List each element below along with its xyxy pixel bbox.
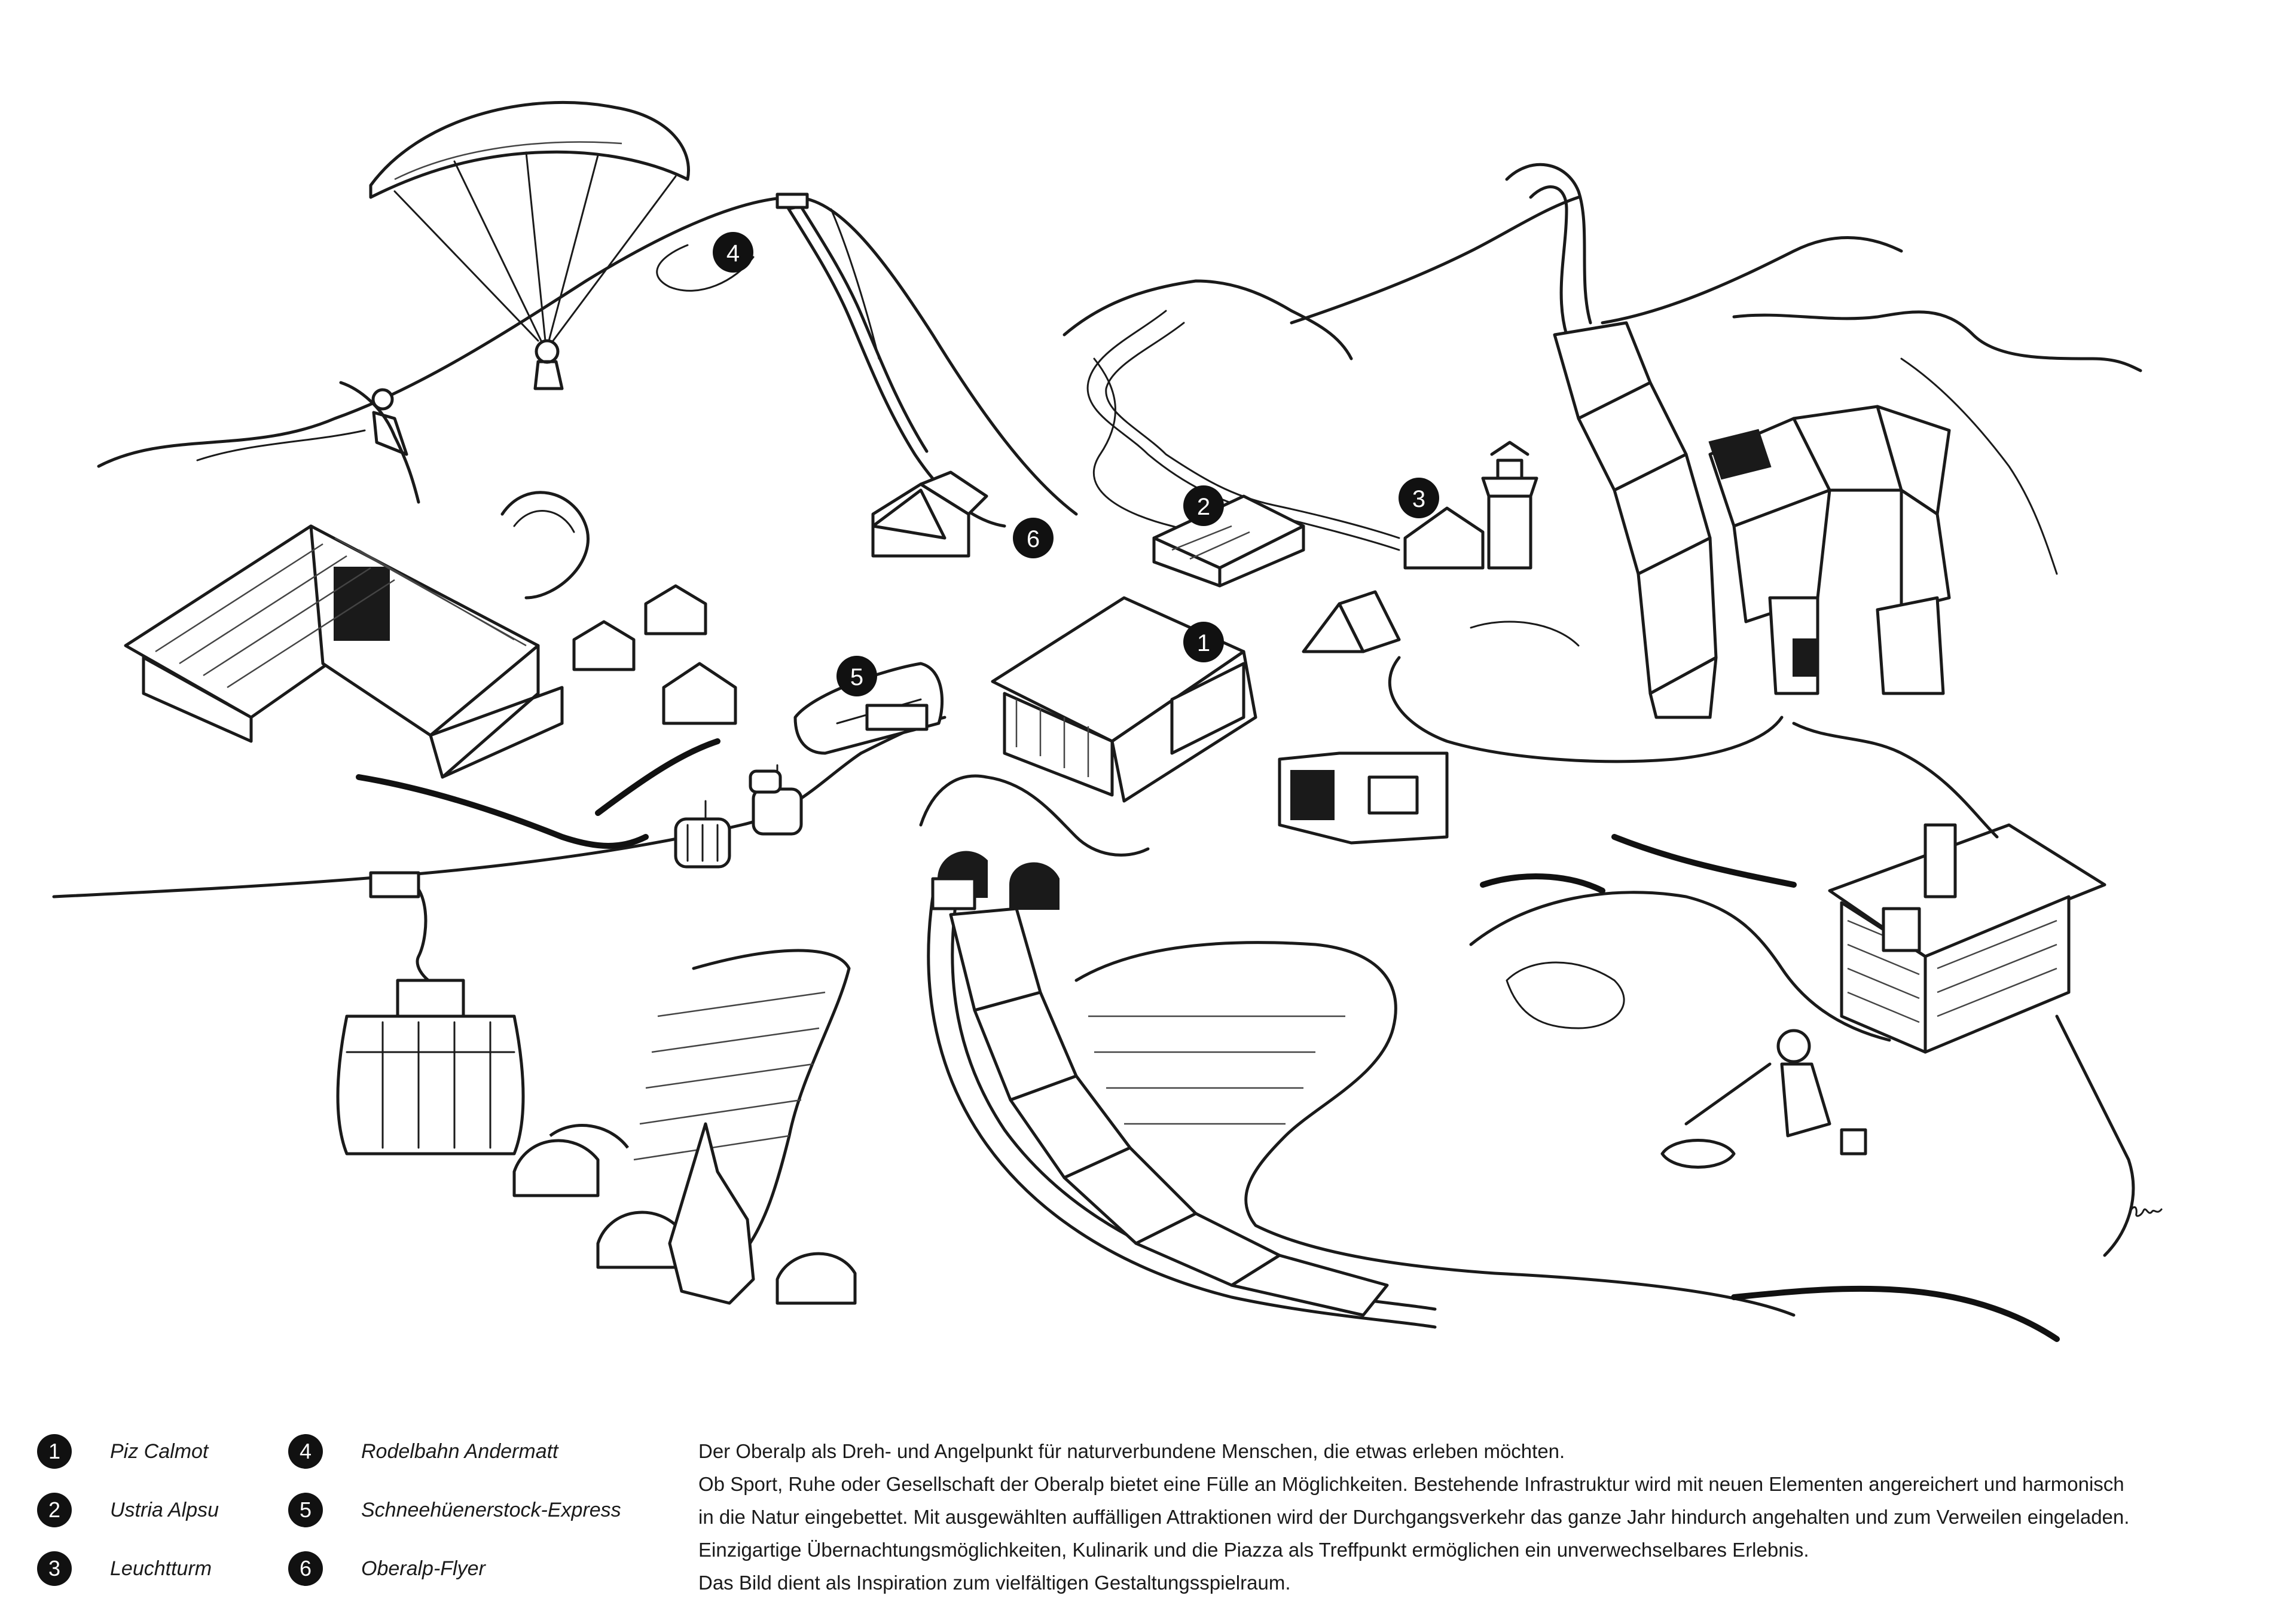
description-line-4: Einzigartige Übernachtungsmöglichkeiten,… <box>698 1539 1809 1561</box>
legend-item-6: 6 Oberalp-Flyer <box>288 1549 486 1588</box>
fisherman <box>1660 1029 1867 1169</box>
aframe-huts <box>871 488 1401 653</box>
legend-label-3: Leuchtturm <box>110 1557 212 1580</box>
garage-building <box>1278 751 1449 845</box>
svg-text:6: 6 <box>1027 526 1040 552</box>
marker-6[interactable]: 6 <box>1013 518 1054 558</box>
meadow-right <box>1469 891 1891 1042</box>
mountain-ridge-left <box>97 195 1078 516</box>
description-line-3: in die Natur eingebettet. Mit ausgewählt… <box>698 1506 2130 1528</box>
mountain-ridge-right <box>1290 195 2142 575</box>
gondola-small-3 <box>749 769 782 794</box>
marker-5[interactable]: 5 <box>836 656 877 696</box>
paraglider <box>369 100 690 390</box>
piazza <box>1388 621 1784 763</box>
legend-label-2: Ustria Alpsu <box>110 1498 219 1521</box>
legend-item-3: 3 Leuchtturm <box>37 1549 212 1588</box>
station-express <box>793 662 944 755</box>
legend-label-4: Rodelbahn Andermatt <box>361 1439 558 1463</box>
legend-item-1: 1 Piz Calmot <box>37 1432 208 1471</box>
map-legend: 1 Piz Calmot 2 Ustria Alpsu 3 Leuchtturm… <box>37 1432 689 1605</box>
legend-item-5: 5 Schneehüenerstock-Express <box>288 1490 621 1530</box>
marker-3[interactable]: 3 <box>1399 478 1439 518</box>
legend-badge-2: 2 <box>37 1493 72 1527</box>
illustrated-map: 1 2 3 4 5 6 <box>52 100 2142 1342</box>
tunnel-entrances <box>512 1124 857 1305</box>
legend-label-1: Piz Calmot <box>110 1439 209 1463</box>
zipline-person <box>339 381 420 504</box>
map-drawing: 1 2 3 4 5 6 <box>52 100 2142 1342</box>
marker-1[interactable]: 1 <box>1183 622 1224 662</box>
main-hall <box>991 596 1257 803</box>
ski-slope-planks <box>633 949 851 1257</box>
log-cabin-right <box>1828 823 2106 1054</box>
svg-text:2: 2 <box>1197 494 1210 520</box>
legend-badge-6: 6 <box>288 1551 323 1586</box>
lighthouse <box>1403 441 1538 570</box>
ground-contours <box>356 738 1797 894</box>
ibex-sculpture <box>1505 163 1951 719</box>
svg-text:4: 4 <box>726 240 740 267</box>
ustria-alpsu <box>1152 494 1305 588</box>
legend-badge-3: 3 <box>37 1551 72 1586</box>
mountain-road <box>1086 310 1400 551</box>
svg-text:1: 1 <box>1197 630 1210 656</box>
description-line-2: Ob Sport, Ruhe oder Gesellschaft der Obe… <box>698 1473 2124 1495</box>
legend-item-4: 4 Rodelbahn Andermatt <box>288 1432 558 1471</box>
marker-2[interactable]: 2 <box>1183 485 1224 526</box>
stone-arch-left <box>500 491 590 600</box>
legend-label-6: Oberalp-Flyer <box>361 1557 486 1580</box>
artist-signature <box>2126 1199 2167 1225</box>
gondola-large <box>336 871 525 1156</box>
railway-train <box>927 877 1437 1329</box>
legend-badge-5: 5 <box>288 1493 323 1527</box>
description-line-1: Der Oberalp als Dreh- und Angelpunkt für… <box>698 1440 1565 1462</box>
svg-text:3: 3 <box>1412 486 1425 512</box>
rock-spire <box>668 1122 755 1305</box>
legend-badge-4: 4 <box>288 1434 323 1469</box>
gondola-small-1 <box>674 800 731 869</box>
lake <box>1074 941 1796 1317</box>
cliff-right <box>1731 722 2135 1342</box>
signature-scribble <box>2127 1206 2163 1218</box>
description-line-5: Das Bild dient als Inspiration zum vielf… <box>698 1572 1291 1594</box>
description-text: Der Oberalp als Dreh- und Angelpunkt für… <box>698 1435 2277 1599</box>
legend-label-5: Schneehüenerstock-Express <box>361 1498 621 1521</box>
legend-badge-1: 1 <box>37 1434 72 1469</box>
svg-text:5: 5 <box>850 664 863 690</box>
legend-item-2: 2 Ustria Alpsu <box>37 1490 219 1530</box>
marker-4[interactable]: 4 <box>713 232 753 273</box>
chalet-left <box>124 524 564 779</box>
